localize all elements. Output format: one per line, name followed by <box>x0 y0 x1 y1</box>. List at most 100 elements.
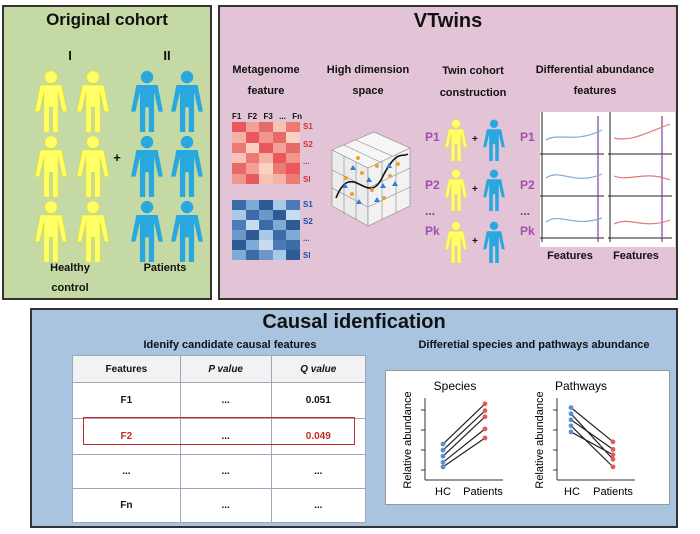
highlight-box <box>83 417 355 445</box>
patient-point <box>482 435 488 441</box>
hc-point <box>568 411 574 417</box>
pair-label-2: P2 <box>425 178 440 192</box>
species-lines <box>440 401 488 470</box>
causal-right-subtitle: Differetial species and pathways abundan… <box>418 339 650 351</box>
pair-label-3: ... <box>425 204 436 218</box>
cell-feature: Fn <box>72 488 181 523</box>
pair-labels: P1 P2 ... Pk <box>425 130 449 240</box>
svg-text:+: + <box>472 184 478 195</box>
species-y-label: Relative abundance <box>402 391 414 488</box>
pair-line <box>442 403 486 445</box>
pair-line <box>570 407 614 443</box>
pair-line <box>570 425 614 468</box>
diff-pair-label-3: ... <box>520 204 531 218</box>
abundance-plots: Species Pathways Relative abundance Rela… <box>402 379 635 498</box>
twin-label-line2: construction <box>439 87 507 99</box>
patient-point <box>610 456 616 462</box>
pair-line <box>442 410 486 451</box>
pathways-title: Pathways <box>555 379 607 393</box>
blue-row-labels: S1 S2 ... Sl <box>303 200 319 260</box>
hc-point <box>568 405 574 410</box>
hc-point <box>440 441 446 447</box>
red-heatmap <box>232 122 300 184</box>
hd-label-line1: High dimension <box>326 64 410 76</box>
group-ii-label: II <box>163 48 171 63</box>
hc-point <box>568 429 574 435</box>
abundance-plots-box <box>385 370 670 505</box>
patient-point <box>482 408 488 414</box>
causal-title: Causal idenfication <box>262 311 446 333</box>
hc-point <box>440 453 446 459</box>
plus-sign: + <box>113 150 121 165</box>
cell-p: ... <box>179 488 272 523</box>
group-i-label: I <box>68 48 72 63</box>
species-x-hc: HC <box>435 486 451 498</box>
patient-point <box>482 401 488 407</box>
metagenome-label-line2: feature <box>247 85 285 97</box>
pathways-lines <box>568 405 616 470</box>
patients-label: Patients <box>143 262 187 274</box>
healthy-label-line2: control <box>51 282 89 294</box>
cell-q: 0.051 <box>270 382 367 419</box>
cell-p: ... <box>179 454 272 489</box>
hc-point <box>568 417 574 423</box>
patient-point <box>482 414 488 420</box>
blue-heatmap <box>232 200 300 260</box>
header-p-value: P value <box>179 355 272 383</box>
red-row-labels: S1 S2 ... Sl <box>303 122 319 184</box>
species-x-patients: Patients <box>463 486 503 498</box>
diff-pair-label-2: P2 <box>520 178 535 192</box>
blue-row-4: Sl <box>303 251 311 260</box>
species-axes <box>421 398 503 481</box>
feature-col-4: ... <box>279 112 286 121</box>
healthy-label-line1: Healthy <box>50 262 90 274</box>
diff-pair-labels: P1 P2 ... Pk <box>520 130 544 240</box>
pair-line <box>442 437 486 468</box>
pair-line <box>570 413 614 460</box>
species-title: Species <box>434 379 477 393</box>
candidate-features-table: Features P value Q value F1 ... 0.051 F2… <box>72 355 367 523</box>
features-label-2: Features <box>613 250 659 262</box>
twin-label-line1: Twin cohort <box>442 65 504 77</box>
diff-label-line1: Differential abundance <box>535 64 655 76</box>
hc-point <box>440 447 446 453</box>
cell-q: ... <box>270 488 367 523</box>
table-row-highlighted: F2 ... 0.049 <box>72 418 367 455</box>
cell-q: ... <box>270 454 367 489</box>
pair-label-4: Pk <box>425 224 440 238</box>
diff-abundance-plots <box>540 112 675 247</box>
feature-col-3: F3 <box>263 112 273 121</box>
pair-line <box>442 416 486 457</box>
hc-point <box>568 423 574 429</box>
diff-label-line2: features <box>573 85 617 97</box>
pathways-y-label: Relative abundance <box>534 391 546 488</box>
hc-point <box>440 464 446 470</box>
red-row-2: S2 <box>303 139 313 149</box>
cell-feature: F1 <box>72 382 181 419</box>
red-row-4: Sl <box>303 174 311 184</box>
pathways-x-patients: Patients <box>593 486 633 498</box>
pair-label-1: P1 <box>425 130 440 144</box>
cell-p: ... <box>179 382 272 419</box>
patient-point <box>610 439 616 445</box>
svg-text:+: + <box>472 134 478 145</box>
blue-row-1: S1 <box>303 200 313 209</box>
pair-line <box>570 419 614 450</box>
table-row: ... ... ... <box>72 454 367 489</box>
red-row-3: ... <box>303 157 310 167</box>
pair-line <box>442 428 486 463</box>
blue-row-2: S2 <box>303 217 313 226</box>
causal-left-subtitle: Idenify candidate causal features <box>143 339 317 351</box>
table-header-row: Features P value Q value <box>72 355 367 383</box>
pair-line <box>570 431 614 456</box>
header-features: Features <box>72 355 181 383</box>
original-cohort-title: Original cohort <box>46 10 168 29</box>
features-label-1: Features <box>547 250 593 262</box>
svg-text:+: + <box>472 236 478 247</box>
patient-point <box>610 447 616 452</box>
header-q-value: Q value <box>270 355 367 383</box>
patient-point <box>610 452 616 458</box>
feature-col-labels: F1 F2 F3 ... Fn <box>232 112 302 121</box>
pathways-x-hc: HC <box>564 486 580 498</box>
